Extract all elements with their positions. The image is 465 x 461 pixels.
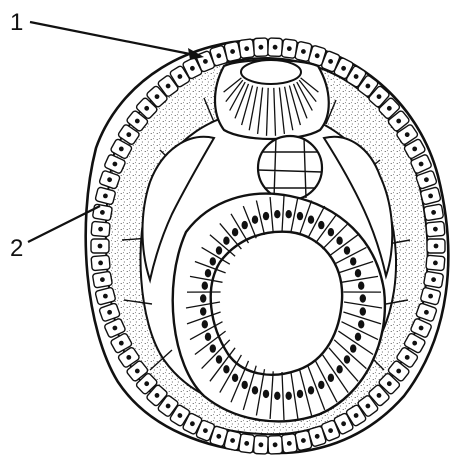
gut-cell-nucleus [355,269,361,277]
gut-cell-nucleus [263,212,269,220]
label-1-leader [30,22,200,56]
gut-cell-nucleus [297,212,303,220]
gut-cell-nucleus [344,246,350,254]
gut-epithelium [173,194,385,422]
label-1-group: 1 [10,9,204,60]
outer-cell [91,255,110,270]
gut-cell-nucleus [242,381,248,389]
gut-cell-nucleus [202,282,208,290]
gut-cell-nucleus [232,228,238,236]
gut-cell-nucleus [318,221,324,229]
outer-cell [92,271,112,288]
outer-cell [424,204,444,221]
gut-cell-nucleus [205,269,211,277]
outer-cell [254,38,269,57]
outer-cell [427,239,445,253]
gut-cell-nucleus [216,355,222,363]
gut-cell-nucleus [358,282,364,290]
outer-cell [268,436,283,455]
gut-cell-nucleus [328,374,334,382]
outer-cell [426,255,445,270]
gut-cell-nucleus [223,365,229,373]
outer-cell [254,436,269,455]
gut-cell-nucleus [263,390,269,398]
neural-tube [215,60,329,139]
gut-cell-nucleus [252,386,258,394]
label-2: 2 [10,235,23,262]
label-1: 1 [10,9,23,36]
neural-tube-lumen [241,60,301,84]
gut-cell-nucleus [358,320,364,328]
gut-cell-nucleus [216,246,222,254]
gut-cell-nucleus [328,228,334,236]
outer-cell [239,39,255,59]
gut-cell-nucleus [308,386,314,394]
outer-cell [91,239,109,253]
gut-cell-nucleus [360,307,366,315]
gut-cell-nucleus [350,344,356,352]
notochord [258,136,322,200]
gut-cell-nucleus [232,374,238,382]
outer-cell [426,221,445,236]
gut-cell-nucleus [308,216,314,224]
gut-cell-nucleus [318,381,324,389]
gut-cell-nucleus [360,294,366,302]
gut-cell-nucleus [252,216,258,224]
gut-cell-nucleus [344,355,350,363]
gut-cell-nucleus [336,365,342,373]
outer-cell [91,221,110,236]
gut-cell-nucleus [200,307,206,315]
gut-cell-nucleus [355,333,361,341]
gut-cell-nucleus [336,237,342,245]
gut-cell-nucleus [223,237,229,245]
gut-cell-nucleus [242,221,248,229]
gut-cell-nucleus [210,344,216,352]
gut-cell-nucleus [297,390,303,398]
outer-cell [92,204,112,221]
notochord-outline [258,136,322,200]
gut-cell-nucleus [274,392,280,400]
gut-cell-nucleus [205,333,211,341]
gut-cell-nucleus [274,210,280,218]
gut-cell-nucleus [286,392,292,400]
gut-cell-nucleus [350,257,356,265]
gut-cell-nucleus [210,257,216,265]
gut-cell-nucleus [202,320,208,328]
outer-cell [424,271,444,288]
gut-cell-nucleus [200,294,206,302]
gut-cell-nucleus [286,210,292,218]
outer-cell [281,434,297,454]
outer-cell [268,38,283,57]
